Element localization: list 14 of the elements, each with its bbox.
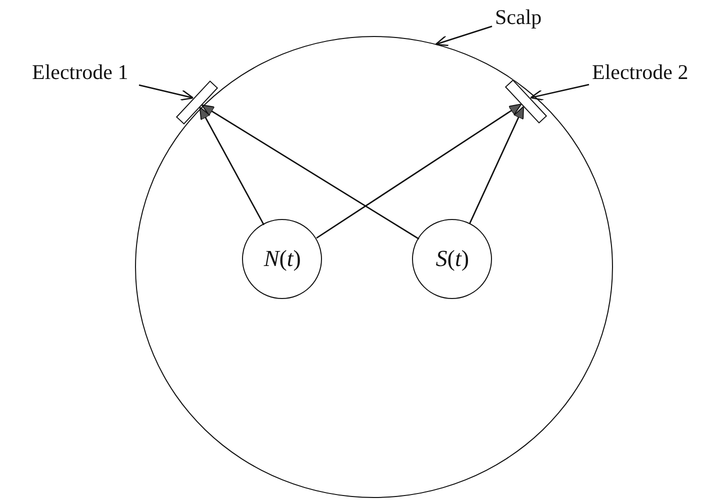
leader-arrow <box>435 26 492 46</box>
signal-label: N(t) <box>264 246 301 272</box>
source-circle <box>242 219 322 300</box>
leader-arrow <box>530 84 590 101</box>
signal-arrow <box>201 104 420 240</box>
leader-arrow <box>138 84 194 101</box>
part-label: Scalp <box>495 5 547 29</box>
part-label: Electrode 1 <box>32 60 136 84</box>
signal-arrow <box>316 104 522 239</box>
source-circle <box>412 219 492 300</box>
signal-label: S(t) <box>436 246 469 272</box>
part-label: Electrode 2 <box>592 60 698 84</box>
signal-arrow <box>469 106 524 224</box>
signal-arrow <box>199 106 265 226</box>
